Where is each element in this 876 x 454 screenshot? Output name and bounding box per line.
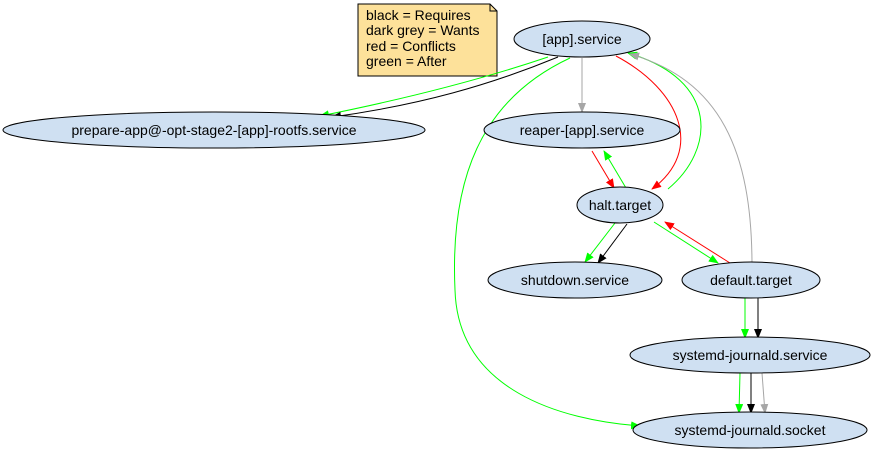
edge-halt-reaper-after (603, 150, 627, 189)
node-app-service[interactable]: [app].service (513, 20, 651, 58)
edge-default-halt-conflicts (664, 221, 731, 264)
node-journald-service[interactable]: systemd-journald.service (629, 336, 871, 374)
node-journald-socket[interactable]: systemd-journald.socket (632, 411, 868, 449)
node-app-service-label: [app].service (542, 31, 622, 47)
edge-reaper-halt-conflicts (591, 150, 615, 189)
node-shutdown-service-label: shutdown.service (521, 272, 629, 288)
node-reaper-app[interactable]: reaper-[app].service (483, 111, 681, 149)
legend-wants: dark grey = Wants (366, 22, 479, 38)
node-journald-service-label: systemd-journald.service (673, 347, 828, 363)
edges (319, 51, 769, 430)
edge-journald-socket-after (735, 372, 744, 414)
node-halt-target[interactable]: halt.target (576, 186, 664, 224)
legend-after: green = After (366, 53, 447, 69)
edge-journald-socket-wants (760, 372, 769, 414)
edge-app-prepare-after (319, 56, 549, 119)
edge-halt-shutdown-requires (597, 223, 628, 264)
edge-app-socket-after (453, 57, 641, 430)
node-journald-socket-label: systemd-journald.socket (675, 422, 826, 438)
node-default-target[interactable]: default.target (681, 261, 821, 299)
edge-halt-shutdown-after (584, 222, 616, 263)
node-prepare-app[interactable]: prepare-app@-opt-stage2-[app]-rootfs.ser… (2, 111, 426, 149)
node-reaper-app-label: reaper-[app].service (520, 122, 645, 138)
legend-note: black = Requires dark grey = Wants red =… (357, 3, 498, 77)
node-default-target-label: default.target (710, 272, 792, 288)
edge-app-prepare-requires (331, 56, 559, 120)
node-shutdown-service[interactable]: shutdown.service (487, 261, 663, 299)
edge-default-app-wants (629, 52, 753, 267)
edge-halt-default-after (653, 221, 719, 264)
node-prepare-app-label: prepare-app@-opt-stage2-[app]-rootfs.ser… (71, 122, 356, 138)
legend-requires: black = Requires (366, 7, 471, 23)
nodes: [app].service prepare-app@-opt-stage2-[a… (2, 20, 871, 449)
legend-conflicts: red = Conflicts (366, 38, 456, 54)
node-halt-target-label: halt.target (589, 197, 651, 213)
edge-app-halt-conflicts (615, 55, 682, 190)
